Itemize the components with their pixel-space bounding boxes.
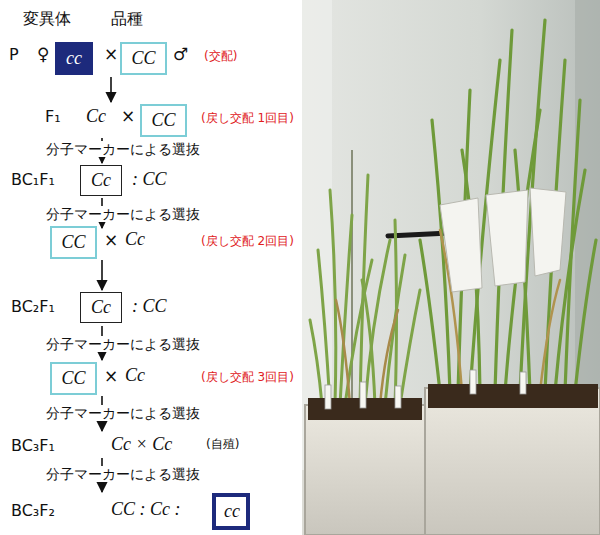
variety-box: CC — [120, 42, 167, 75]
genotype-text: Cc — [85, 106, 107, 127]
cross-symbol: × — [103, 367, 119, 387]
sex-symbol: ♂ — [172, 45, 189, 65]
genotype-text: cc — [65, 48, 83, 69]
genotype-text: CC — [150, 110, 177, 131]
tag — [325, 385, 331, 409]
soil — [428, 384, 598, 408]
pollination-bags — [440, 188, 566, 292]
leaf — [310, 320, 322, 405]
homozygous-box: cc — [212, 493, 250, 530]
photo-background — [302, 0, 600, 535]
generation-label: F₁ — [44, 108, 62, 126]
genotype-text: CC — [60, 368, 87, 389]
selection-note: 分子マーカーによる選抜 — [45, 206, 201, 222]
selection-note: 分子マーカーによる選抜 — [45, 141, 201, 157]
rice-leaves-right — [420, 20, 596, 392]
tag — [470, 370, 476, 394]
genotype-text: : CC — [131, 296, 168, 317]
sex-symbol: ♀ — [36, 45, 50, 65]
genotype-text: Cc — [89, 170, 113, 191]
generation-label: P — [8, 46, 20, 64]
generation-label: BC₃F₁ — [10, 437, 56, 455]
column-heading: 品種 — [110, 10, 144, 28]
plant-container — [425, 388, 600, 535]
tag — [395, 386, 401, 408]
genotype-text: CC — [130, 48, 157, 69]
genotype-text: CC — [60, 232, 87, 253]
generation-label: BC₃F₂ — [10, 502, 56, 520]
genotype-text: cc — [224, 501, 238, 522]
selected-box: Cc — [80, 292, 122, 323]
genotype-text: : CC — [131, 169, 168, 190]
cross-note: (戻し交配 1回目) — [200, 112, 295, 126]
column-heading: 変異体 — [22, 10, 72, 28]
paper-bag — [440, 198, 482, 292]
generation-label: BC₂F₁ — [10, 298, 56, 316]
leaf — [420, 240, 440, 392]
selected-box: Cc — [80, 165, 122, 196]
leaf — [575, 240, 596, 392]
generation-label: BC₁F₁ — [10, 171, 56, 189]
leaf — [336, 300, 350, 405]
leaf — [400, 290, 420, 405]
selection-note: 分子マーカーによる選抜 — [45, 405, 201, 421]
dry-leaves-left — [336, 300, 398, 405]
paper-bag — [486, 190, 528, 286]
rice-leaves-left — [310, 175, 420, 405]
flow-arrow — [110, 77, 112, 102]
plant-container — [305, 405, 425, 535]
flow-arrow — [101, 260, 103, 290]
tag — [520, 372, 526, 394]
genotype-text: Cc — [89, 297, 113, 318]
tag — [360, 382, 366, 408]
leaf — [330, 190, 336, 405]
genotype-text: Cc — [124, 229, 146, 250]
leaf — [540, 280, 560, 392]
cross-symbol: × — [120, 107, 136, 127]
selfing-note: (自殖) — [205, 438, 240, 452]
genotype-text: Cc × Cc — [110, 434, 173, 455]
cross-symbol: × — [103, 231, 119, 251]
variety-box: CC — [140, 104, 187, 137]
selection-note: 分子マーカーによる選抜 — [45, 336, 201, 352]
variety-box: CC — [50, 362, 97, 395]
selection-note: 分子マーカーによる選抜 — [45, 466, 201, 482]
cross-note: (交配) — [203, 50, 238, 64]
genotype-text: Cc — [124, 365, 146, 386]
cross-symbol: × — [103, 45, 119, 65]
mutant-box: cc — [55, 42, 93, 75]
variety-box: CC — [50, 226, 97, 259]
paper-bag — [530, 188, 566, 276]
leaf — [565, 100, 580, 392]
cross-note: (戻し交配 3回目) — [200, 371, 295, 385]
cross-note: (戻し交配 2回目) — [200, 235, 295, 249]
genotype-text: CC : Cc : — [110, 499, 182, 520]
plant-tags — [325, 370, 526, 409]
